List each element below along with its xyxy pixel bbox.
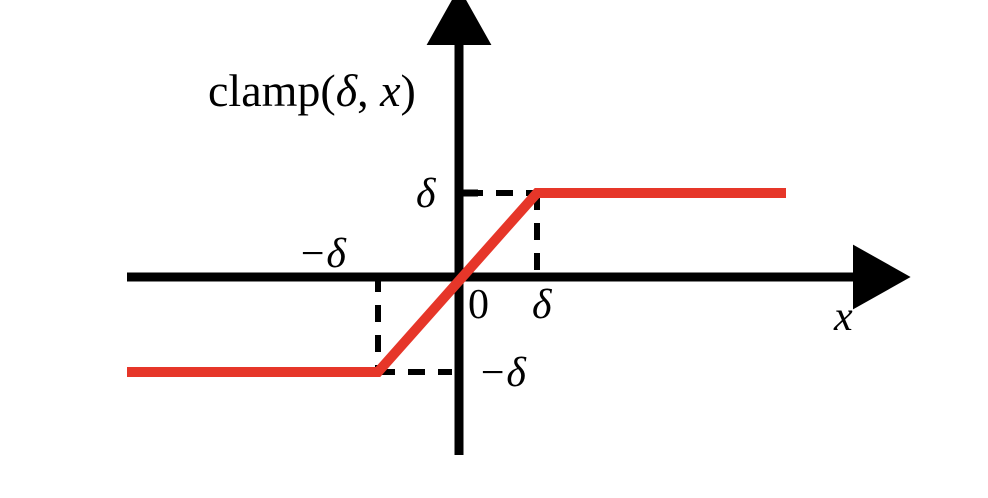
title-comma: , [357, 65, 381, 116]
title-delta-symbol: δ [335, 65, 358, 116]
clamp-curve [127, 188, 786, 377]
figure-title: clamp(δ, x) [208, 68, 416, 114]
x-tick-label-negative-delta: −δ [298, 231, 346, 277]
x-tick-label-origin: 0 [468, 282, 489, 328]
title-x-symbol: x [380, 65, 401, 116]
y-tick-label-negative-delta: −δ [478, 350, 526, 396]
title-close-paren: ) [400, 65, 416, 116]
title-open-paren: ( [320, 65, 336, 116]
x-tick-label-positive-delta: δ [532, 282, 552, 328]
x-axis-label: x [834, 294, 853, 340]
y-tick-label-positive-delta: δ [416, 171, 436, 217]
title-function-name: clamp [208, 65, 321, 116]
